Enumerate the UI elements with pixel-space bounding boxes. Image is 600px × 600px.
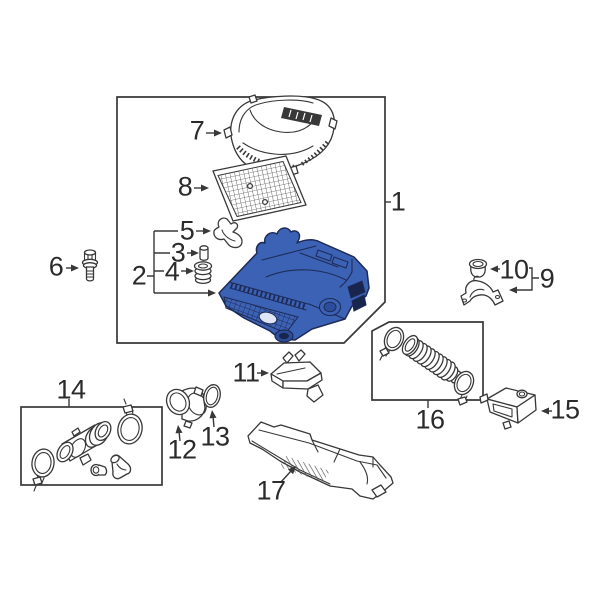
part-17-under-cover[interactable] xyxy=(247,421,394,500)
callout-13[interactable]: 13 xyxy=(200,421,230,452)
part-15-resonator[interactable] xyxy=(479,387,537,430)
callout-12[interactable]: 12 xyxy=(167,434,197,465)
part-3-pin[interactable] xyxy=(199,245,209,261)
part-4-grommet[interactable] xyxy=(193,261,213,285)
part-12-air-duct-connector[interactable] xyxy=(162,385,210,429)
callout-2[interactable]: 2 xyxy=(131,260,147,291)
part-2-air-cleaner-housing[interactable] xyxy=(218,227,370,343)
part-9-bracket[interactable] xyxy=(460,275,504,306)
callout-7[interactable]: 7 xyxy=(189,115,205,146)
callout-4[interactable]: 4 xyxy=(164,256,180,287)
callout-14[interactable]: 14 xyxy=(56,374,86,405)
part-6-bolt[interactable] xyxy=(81,249,99,282)
assembly-box-1 xyxy=(116,96,386,344)
callout-15[interactable]: 15 xyxy=(550,394,580,425)
callout-17[interactable]: 17 xyxy=(256,475,286,506)
part-7-air-cleaner-cover[interactable] xyxy=(223,94,338,176)
leader-lines xyxy=(66,129,552,483)
callout-1[interactable]: 1 xyxy=(390,186,406,217)
part-14-air-duct-kit[interactable] xyxy=(30,398,145,492)
part-8-air-filter-element[interactable] xyxy=(212,155,307,222)
callout-6[interactable]: 6 xyxy=(48,251,64,282)
assembly-box-16 xyxy=(371,321,484,401)
part-16-flexible-hose-kit[interactable] xyxy=(379,324,477,406)
callout-10[interactable]: 10 xyxy=(499,254,529,285)
callout-11[interactable]: 11 xyxy=(232,357,260,388)
part-13-seal-ring[interactable] xyxy=(201,383,222,409)
callout-9[interactable]: 9 xyxy=(539,263,555,294)
callout-16[interactable]: 16 xyxy=(415,404,445,435)
part-11-mounting-bracket[interactable] xyxy=(270,349,324,403)
callout-5[interactable]: 5 xyxy=(179,215,195,246)
part-10-grommet[interactable] xyxy=(468,258,488,278)
callout-3[interactable]: 3 xyxy=(170,237,186,268)
part-5-clip[interactable] xyxy=(213,217,243,249)
callout-8[interactable]: 8 xyxy=(177,171,193,202)
assembly-box-14 xyxy=(20,406,163,486)
